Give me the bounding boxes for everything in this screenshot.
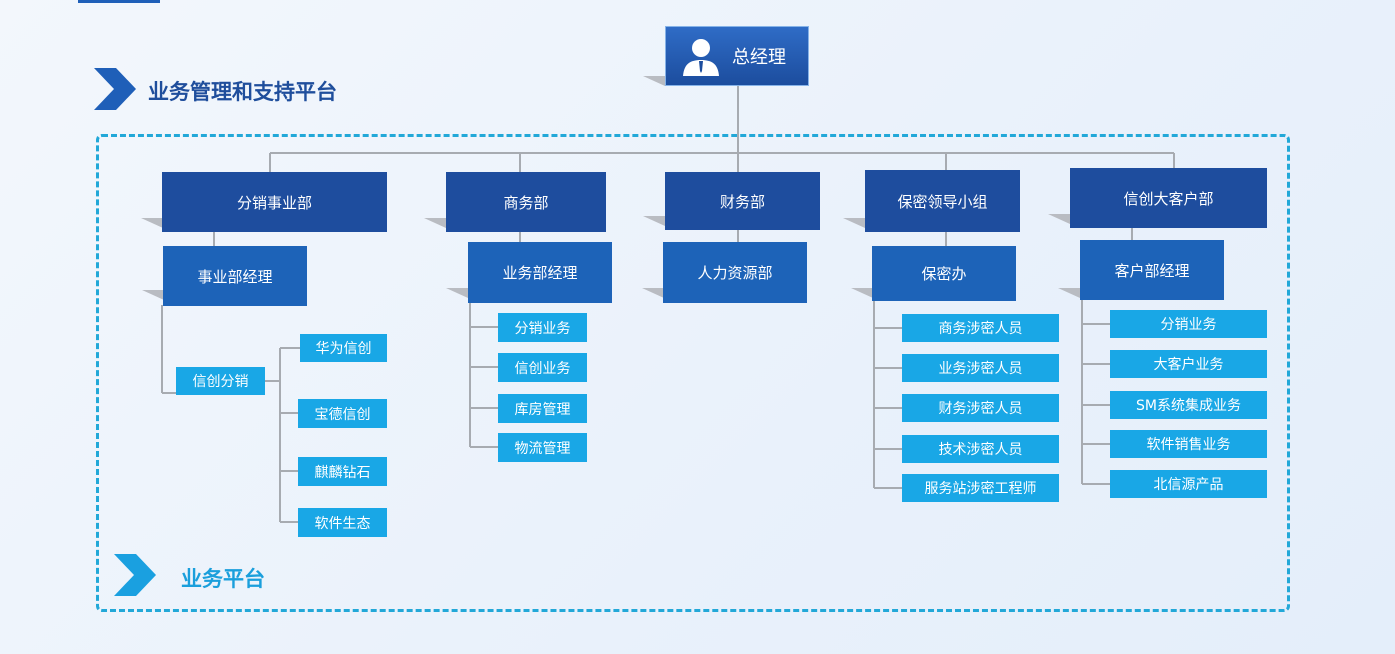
ceo-box[interactable]: 总经理 — [665, 26, 809, 86]
leaf-box[interactable]: 物流管理 — [498, 433, 587, 462]
chevron-right-icon — [114, 554, 156, 596]
leaf-box[interactable]: 麒麟钻石 — [298, 457, 387, 486]
top-accent-bar — [78, 0, 160, 3]
leaf-box[interactable]: 技术涉密人员 — [902, 435, 1059, 463]
leaf-label: 技术涉密人员 — [938, 442, 1023, 458]
leaf-box[interactable]: 库房管理 — [498, 394, 587, 423]
leaf-label: 物流管理 — [514, 440, 571, 457]
chevron-right-icon — [94, 68, 136, 110]
dept-label: 信创大客户部 — [1123, 189, 1214, 208]
leaf-box[interactable]: 分销业务 — [1110, 310, 1267, 338]
dept-secrecy[interactable]: 保密领导小组 — [865, 170, 1020, 232]
leaf-label: 信创业务 — [514, 360, 571, 377]
dept-label: 财务部 — [719, 192, 765, 211]
ceo-fold — [643, 76, 665, 86]
fold — [642, 288, 664, 298]
dept-commerce[interactable]: 商务部 — [446, 172, 606, 232]
ceo-label: 总经理 — [732, 47, 786, 68]
manager-box[interactable]: 人力资源部 — [663, 242, 807, 303]
fold — [446, 288, 468, 298]
leaf-box[interactable]: 大客户业务 — [1110, 350, 1267, 378]
manager-label: 事业部经理 — [197, 267, 273, 286]
leaf-box[interactable]: 服务站涉密工程师 — [902, 474, 1059, 502]
fold — [141, 218, 163, 228]
leaf-box[interactable]: 软件销售业务 — [1110, 430, 1267, 458]
dept-label: 分销事业部 — [236, 193, 312, 212]
fold — [1058, 288, 1080, 298]
leaf-box[interactable]: SM系统集成业务 — [1110, 391, 1267, 419]
leaf-group-box[interactable]: 信创分销 — [176, 367, 265, 395]
leaf-box[interactable]: 北信源产品 — [1110, 470, 1267, 498]
section-title: 业务管理和支持平台 — [148, 80, 337, 104]
leaf-label: 商务涉密人员 — [938, 321, 1023, 337]
leaf-label: 业务涉密人员 — [938, 361, 1023, 377]
dept-label: 保密领导小组 — [897, 192, 988, 211]
fold — [142, 290, 164, 300]
platform-title: 业务平台 — [181, 567, 265, 591]
leaf-label: 华为信创 — [315, 341, 372, 357]
leaf-label: 库房管理 — [514, 401, 571, 418]
manager-box[interactable]: 客户部经理 — [1080, 240, 1224, 300]
dept-finance[interactable]: 财务部 — [665, 172, 820, 230]
leaf-label: 软件销售业务 — [1146, 437, 1231, 453]
leaf-box[interactable]: 分销业务 — [498, 313, 587, 342]
fold — [1048, 214, 1070, 224]
manager-label: 保密办 — [921, 265, 967, 283]
dept-distribution[interactable]: 分销事业部 — [162, 172, 387, 232]
manager-box[interactable]: 事业部经理 — [163, 246, 307, 306]
leaf-label: 服务站涉密工程师 — [924, 481, 1037, 497]
leaf-label: 财务涉密人员 — [938, 401, 1023, 417]
dept-key-accounts[interactable]: 信创大客户部 — [1070, 168, 1267, 228]
manager-label: 业务部经理 — [502, 264, 578, 282]
leaf-label: 北信源产品 — [1153, 477, 1224, 493]
leaf-box[interactable]: 商务涉密人员 — [902, 314, 1059, 342]
fold — [851, 288, 873, 298]
leaf-box[interactable]: 宝德信创 — [298, 399, 387, 428]
dept-label: 商务部 — [503, 193, 549, 212]
leaf-label: 信创分销 — [192, 374, 249, 390]
leaf-box[interactable]: 华为信创 — [300, 334, 387, 362]
leaf-label: 麒麟钻石 — [314, 464, 371, 481]
leaf-label: 宝德信创 — [314, 406, 371, 423]
leaf-box[interactable]: 信创业务 — [498, 353, 587, 382]
fold — [424, 218, 446, 228]
leaf-label: 大客户业务 — [1153, 357, 1224, 373]
leaf-box[interactable]: 财务涉密人员 — [902, 394, 1059, 422]
manager-label: 客户部经理 — [1114, 261, 1190, 280]
leaf-box[interactable]: 软件生态 — [298, 508, 387, 537]
leaf-label: SM系统集成业务 — [1136, 398, 1241, 414]
leaf-box[interactable]: 业务涉密人员 — [902, 354, 1059, 382]
manager-box[interactable]: 保密办 — [872, 246, 1016, 301]
leaf-label: 软件生态 — [314, 515, 371, 532]
manager-label: 人力资源部 — [697, 264, 773, 282]
fold — [843, 218, 865, 228]
leaf-label: 分销业务 — [1160, 317, 1217, 333]
person-icon — [683, 39, 719, 76]
fold — [643, 216, 665, 226]
platform-frame — [96, 134, 1290, 612]
manager-box[interactable]: 业务部经理 — [468, 242, 612, 303]
leaf-label: 分销业务 — [514, 320, 571, 337]
